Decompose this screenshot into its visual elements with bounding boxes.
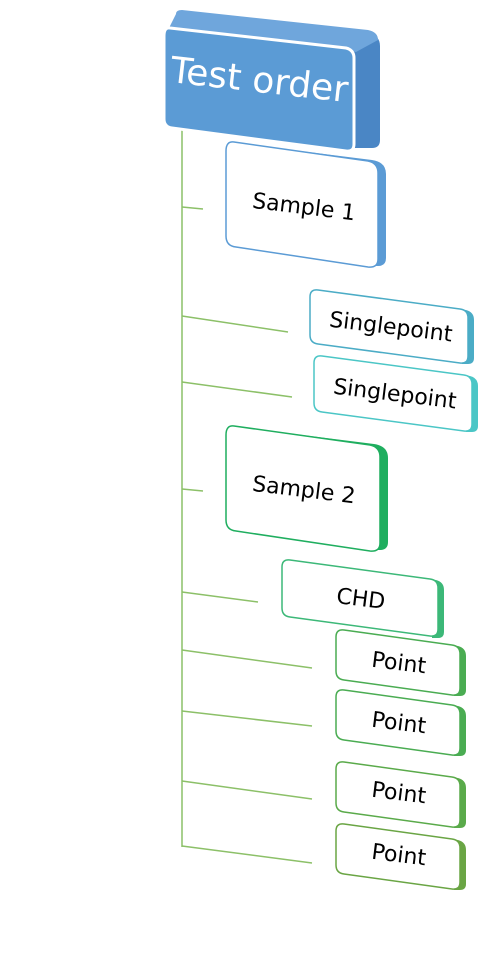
node-chd: CHD bbox=[281, 559, 444, 638]
connector-singlepoint-1 bbox=[181, 315, 289, 333]
connector-singlepoint-2 bbox=[181, 381, 293, 398]
connectors bbox=[181, 130, 313, 864]
node-test-order-depth bbox=[176, 14, 380, 148]
connector-point-4 bbox=[181, 845, 313, 864]
connector-point-3 bbox=[181, 780, 313, 800]
node-point-4: Point bbox=[335, 823, 466, 890]
connector-point-1 bbox=[181, 649, 313, 669]
node-singlepoint-1: Singlepoint bbox=[309, 289, 474, 364]
node-point-3: Point bbox=[335, 761, 466, 828]
connector-chd bbox=[181, 591, 259, 603]
node-chd-label: CHD bbox=[335, 584, 387, 615]
connector-point-2 bbox=[181, 710, 313, 727]
node-point-1: Point bbox=[335, 629, 466, 696]
node-point-2-face bbox=[335, 689, 461, 756]
node-sample-2-face bbox=[225, 425, 381, 552]
node-test-order: Test order bbox=[162, 10, 380, 153]
node-sample-1: Sample 1 bbox=[225, 141, 386, 268]
node-test-order-face bbox=[162, 26, 356, 153]
connector-sample-1 bbox=[181, 206, 204, 210]
node-point-2: Point bbox=[335, 689, 466, 756]
node-singlepoint-2: Singlepoint bbox=[313, 355, 478, 432]
node-chd-face bbox=[281, 559, 439, 637]
node-point-1-face bbox=[335, 629, 461, 696]
connector-sample-2 bbox=[181, 488, 204, 492]
node-singlepoint-2-face bbox=[313, 355, 473, 432]
node-sample-1-face bbox=[225, 141, 379, 268]
node-singlepoint-1-face bbox=[309, 289, 469, 364]
node-point-3-face bbox=[335, 761, 461, 828]
node-test-order-top bbox=[168, 10, 378, 52]
node-sample-2: Sample 2 bbox=[225, 425, 388, 552]
node-point-4-face bbox=[335, 823, 461, 890]
